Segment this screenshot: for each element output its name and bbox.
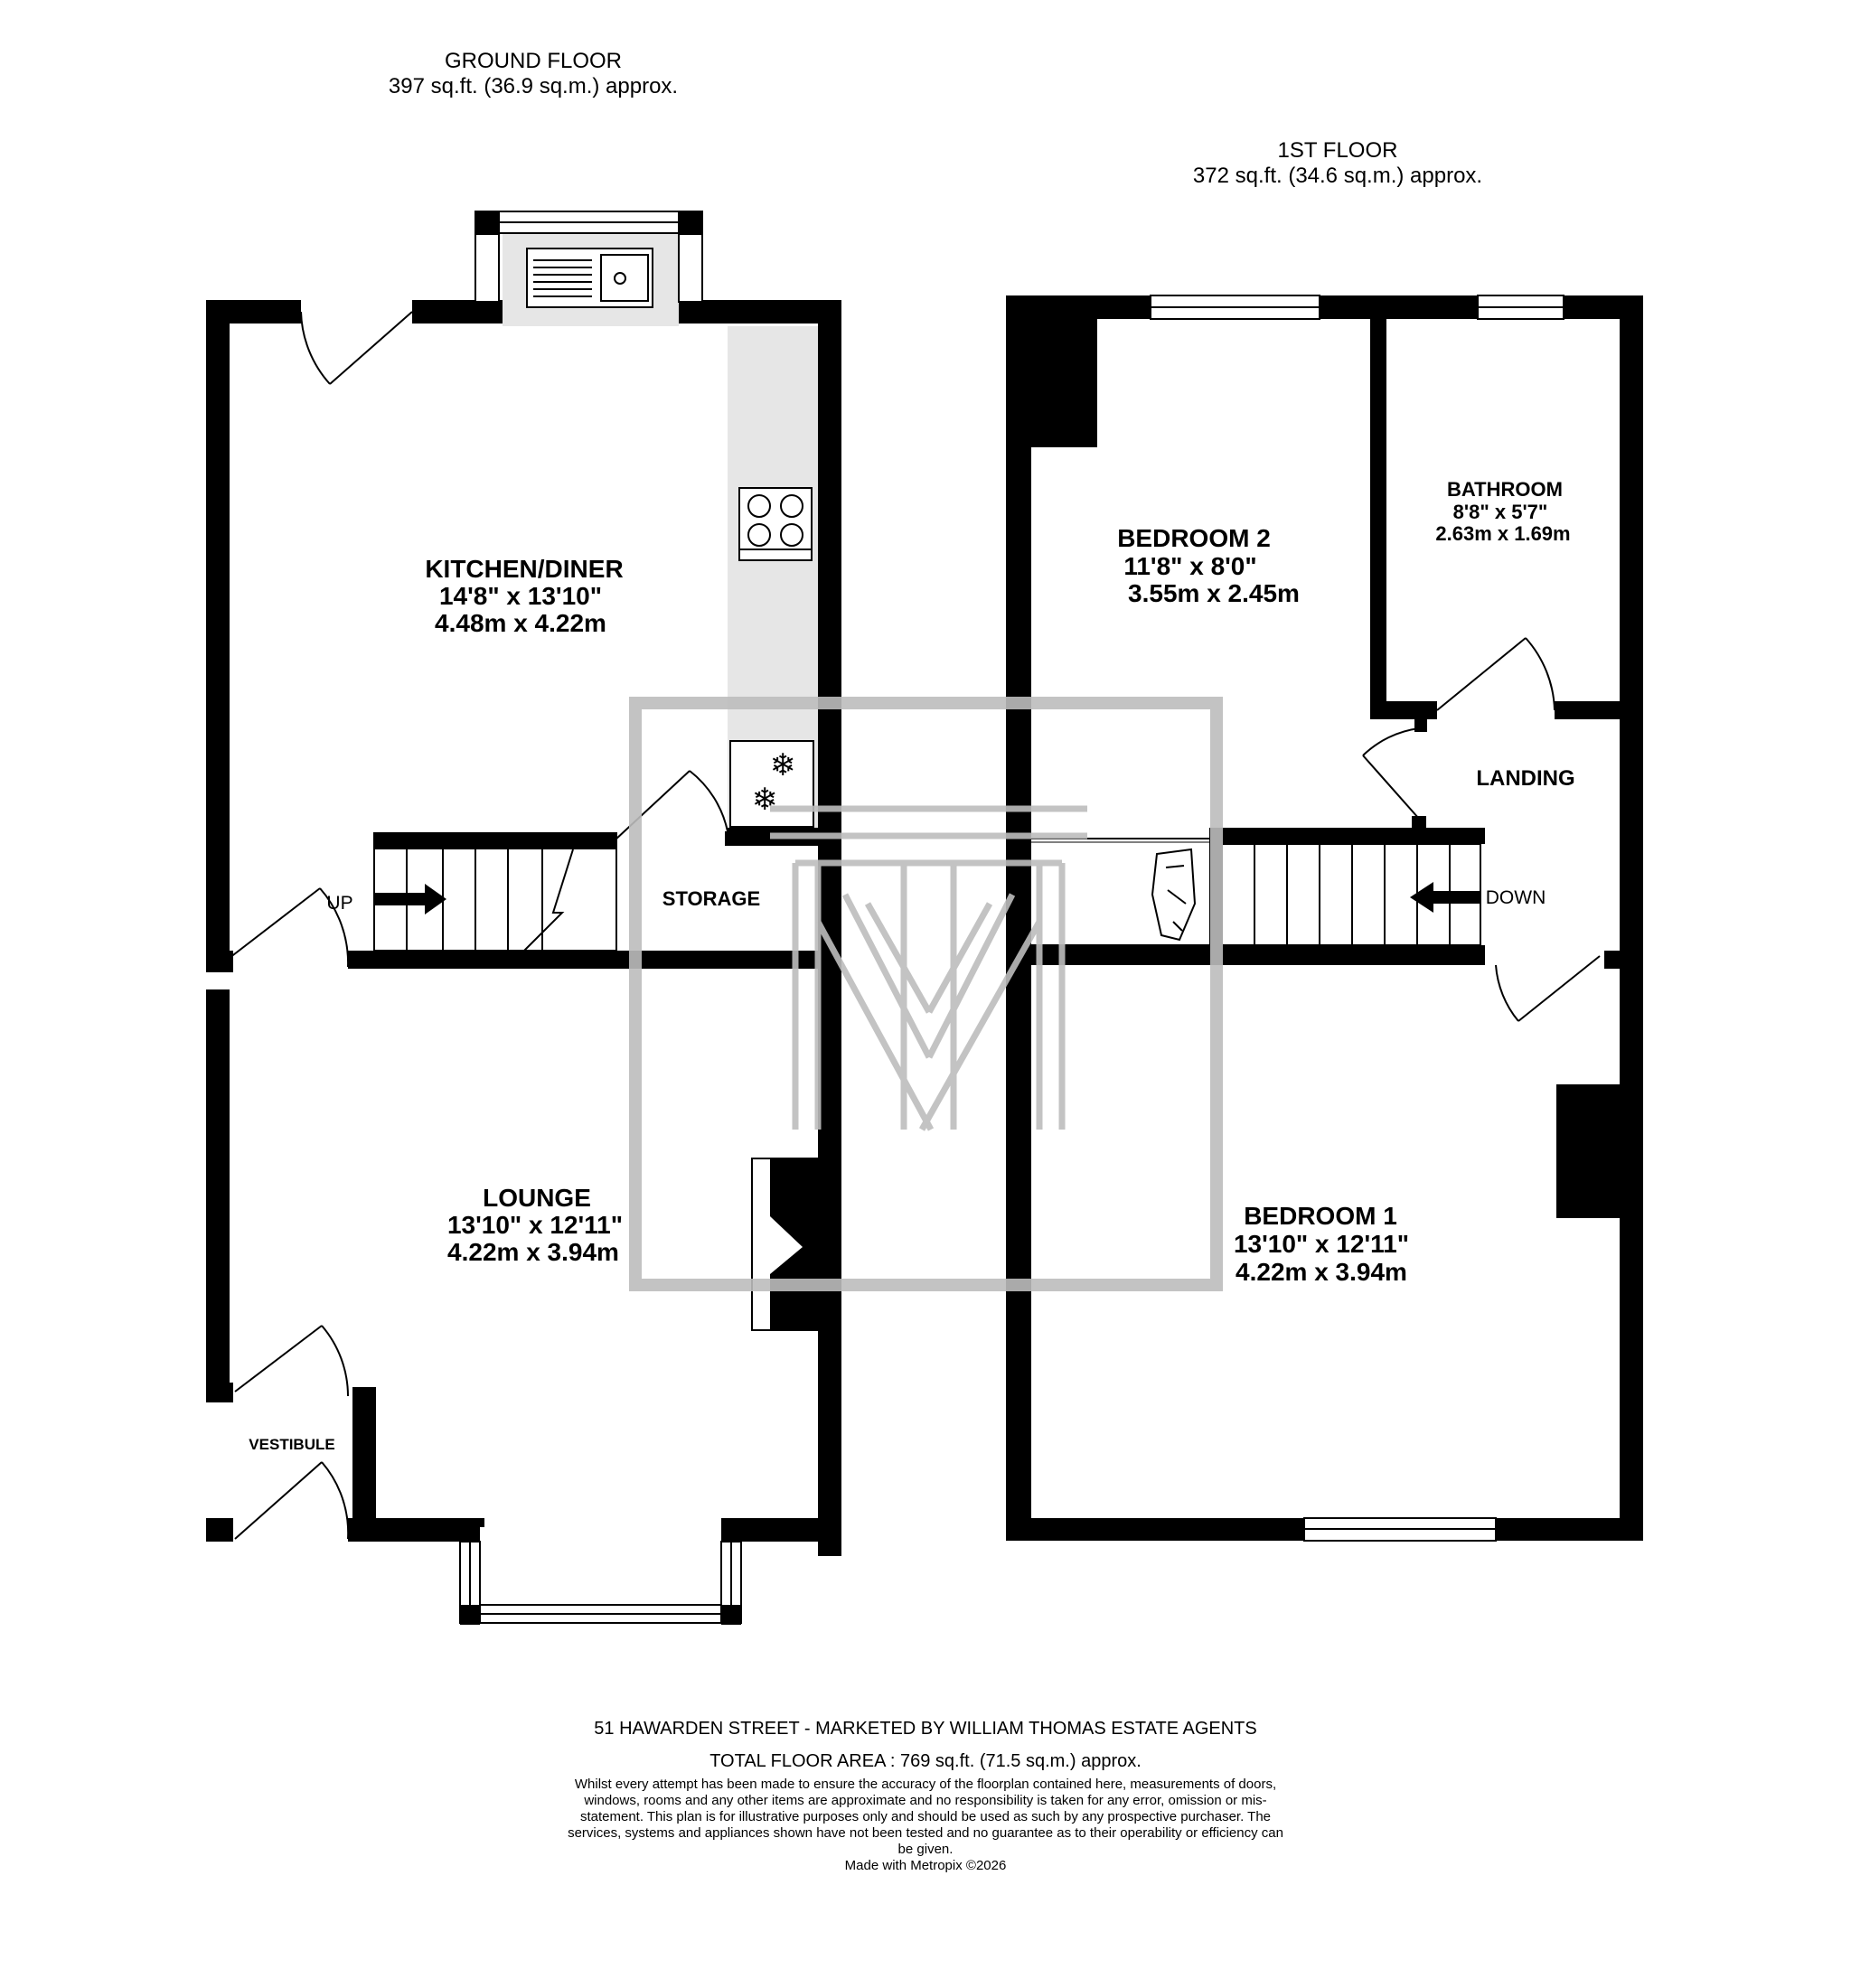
lounge-metric: 4.22m x 3.94m	[447, 1238, 619, 1266]
ground-door-jambs	[206, 951, 371, 1402]
landing-name: LANDING	[1476, 766, 1574, 791]
bedroom2-imperial: 11'8" x 8'0"	[1123, 552, 1256, 580]
watermark-logo	[629, 697, 1223, 1291]
ground-doors	[229, 311, 728, 1540]
door-jamb	[1412, 816, 1426, 830]
ground-floor-title: GROUND FLOOR	[444, 49, 622, 73]
first-floor-area: 372 sq.ft. (34.6 sq.m.) approx.	[1192, 164, 1483, 188]
vestibule-name: VESTIBULE	[249, 1436, 334, 1453]
floor-plan: ❄ ❄	[206, 211, 1643, 1625]
ground-floor-area: 397 sq.ft. (36.9 sq.m.) approx.	[388, 74, 679, 98]
cupboard-first	[1031, 835, 1209, 944]
bay-window	[459, 1541, 742, 1625]
boiler-icon	[1151, 848, 1197, 942]
bedroom1-imperial: 13'10" x 12'11"	[1234, 1230, 1409, 1258]
bedroom2-metric: 3.55m x 2.45m	[1128, 579, 1300, 607]
first-floor-header: 1ST FLOOR 372 sq.ft. (34.6 sq.m.) approx…	[1103, 138, 1573, 189]
ground-room-labels: KITCHEN/DINER 14'8" x 13'10" 4.48m x 4.2…	[249, 555, 760, 1453]
bathroom-name: BATHROOM	[1447, 478, 1563, 501]
credit-text: Made with Metropix ©2026	[844, 1858, 1007, 1873]
footer: 51 HAWARDEN STREET - MARKETED BY WILLIAM…	[0, 1717, 1851, 1874]
lounge-imperial: 13'10" x 12'11"	[447, 1211, 623, 1239]
storage-name: STORAGE	[662, 887, 760, 910]
first-room-labels: BEDROOM 2 11'8" x 8'0" 3.55m x 2.45m BAT…	[1117, 478, 1574, 1286]
chimney-breast-bedroom2	[1031, 319, 1097, 447]
svg-text:❄: ❄	[770, 747, 796, 783]
svg-text:❄: ❄	[752, 782, 778, 818]
first-floor-title: 1ST FLOOR	[1277, 138, 1398, 163]
bedroom1-metric: 4.22m x 3.94m	[1236, 1258, 1407, 1286]
bathroom-imperial: 8'8" x 5'7"	[1453, 501, 1548, 523]
address-line: 51 HAWARDEN STREET - MARKETED BY WILLIAM…	[594, 1719, 1257, 1739]
ground-floor-header: GROUND FLOOR 397 sq.ft. (36.9 sq.m.) app…	[298, 49, 768, 99]
bedroom1-name: BEDROOM 1	[1244, 1202, 1397, 1230]
first-doors	[1362, 637, 1601, 1022]
ground-stairs-label: UP	[326, 893, 352, 914]
chimney-breast-bedroom1	[1556, 1084, 1620, 1218]
first-stairs-label: DOWN	[1486, 887, 1546, 908]
bedroom2-name: BEDROOM 2	[1117, 524, 1271, 552]
ground-floor-plan: ❄ ❄	[206, 211, 841, 1625]
fridge-freezer-icon: ❄ ❄	[729, 740, 814, 828]
bathroom-metric: 2.63m x 1.69m	[1435, 522, 1570, 545]
first-floor-plan	[1006, 295, 1643, 1542]
hob-icon	[738, 487, 813, 561]
ground-stairs	[373, 832, 617, 952]
kitchen-imperial: 14'8" x 13'10"	[439, 582, 602, 610]
sink-icon	[526, 248, 653, 308]
fireplace-icon	[751, 1158, 819, 1331]
total-area-line: TOTAL FLOOR AREA : 769 sq.ft. (71.5 sq.m…	[709, 1751, 1142, 1771]
kitchen-window-bay	[474, 211, 703, 303]
first-stairs	[1209, 828, 1485, 965]
lounge-name: LOUNGE	[483, 1184, 591, 1212]
disclaimer-text: Whilst every attempt has been made to en…	[568, 1777, 1283, 1857]
first-windows	[1150, 295, 1564, 1542]
kitchen-metric: 4.48m x 4.22m	[435, 609, 606, 637]
kitchen-name: KITCHEN/DINER	[425, 555, 623, 583]
